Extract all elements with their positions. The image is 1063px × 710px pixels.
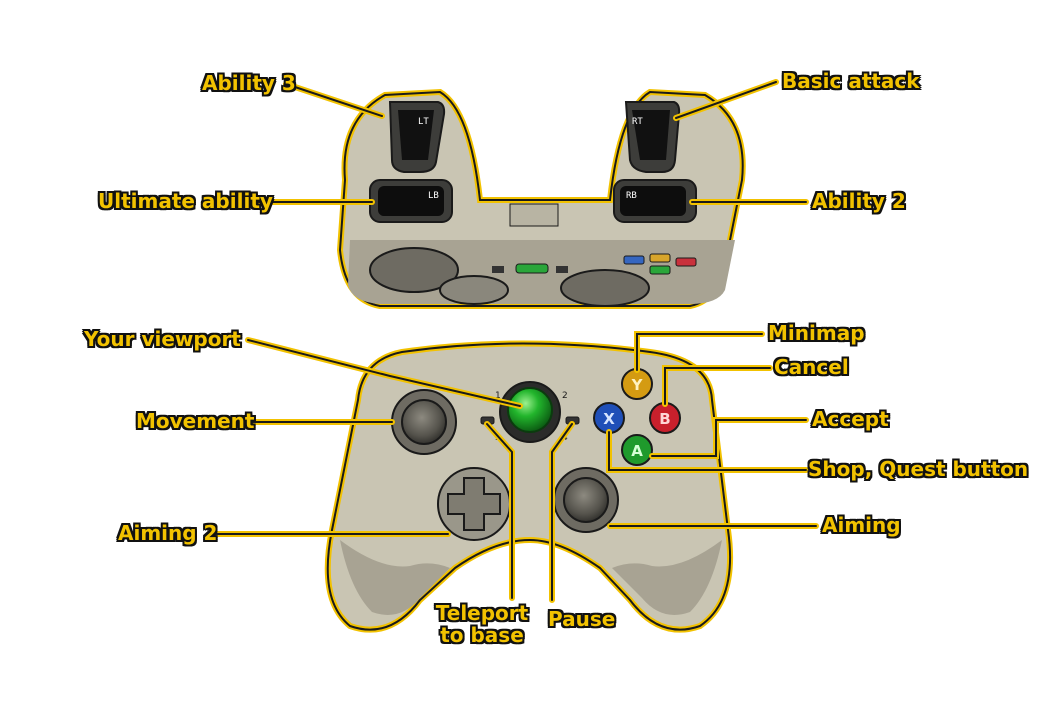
d-pad[interactable]: [437, 467, 511, 541]
controller-top-view: LT RT LB RB: [336, 88, 746, 309]
label-teleport-line2: to base: [440, 623, 524, 647]
rt-label: RT: [632, 117, 643, 127]
rb-bumper[interactable]: RB: [613, 179, 697, 223]
b-button[interactable]: B: [649, 402, 681, 434]
leader-shop-core: [608, 431, 807, 471]
x-button[interactable]: X: [593, 402, 625, 434]
label-pause: Pause: [548, 607, 616, 631]
quadrant-2: 2: [562, 391, 568, 401]
label-accept: Accept: [812, 407, 889, 431]
leader-pause-core: [551, 423, 573, 601]
label-cancel: Cancel: [774, 355, 849, 379]
quadrant-1: 1: [495, 391, 501, 401]
label-ultimate-ability: Ultimate ability: [98, 189, 273, 213]
lb-bumper[interactable]: LB: [369, 179, 453, 223]
rt-trigger[interactable]: RT: [624, 101, 681, 173]
label-ability-2: Ability 2: [812, 189, 906, 213]
label-minimap: Minimap: [768, 321, 865, 345]
leader-teleport-core: [486, 423, 513, 599]
a-button-label: A: [631, 442, 643, 460]
y-button-label: Y: [631, 376, 644, 394]
label-teleport-line1: Teleport: [435, 601, 529, 625]
leader-lines: [213, 79, 819, 603]
leader-minimap-core: [636, 333, 763, 371]
label-basic-attack: Basic attack: [782, 69, 920, 93]
a-button[interactable]: A: [621, 434, 653, 466]
rb-label: RB: [626, 191, 637, 201]
lt-trigger[interactable]: LT: [388, 101, 446, 173]
label-shop-quest: Shop, Quest button: [808, 457, 1029, 481]
left-stick[interactable]: [391, 389, 457, 455]
label-ability-3: Ability 3: [202, 71, 296, 95]
lt-label: LT: [418, 117, 429, 127]
leader-viewport-core: [247, 339, 521, 407]
leader-ability-3-core: [285, 83, 383, 117]
x-button-label: X: [603, 410, 615, 428]
b-button-label: B: [659, 410, 670, 428]
label-aiming: Aiming: [822, 513, 901, 537]
label-teleport: Teleport to base: [430, 602, 534, 646]
lb-label: LB: [428, 191, 439, 201]
right-stick[interactable]: [553, 467, 619, 533]
label-movement: Movement: [136, 409, 255, 433]
guide-button[interactable]: [499, 381, 561, 443]
label-your-viewport: Your viewport: [84, 327, 241, 351]
y-button[interactable]: Y: [621, 368, 653, 400]
leader-accept-core: [651, 419, 807, 457]
controller-front-view: 1 2 3 4 Y B X A: [324, 340, 734, 633]
label-aiming-2: Aiming 2: [118, 521, 218, 545]
leader-cancel-core: [664, 367, 771, 405]
leader-basic-attack-core: [675, 81, 777, 119]
